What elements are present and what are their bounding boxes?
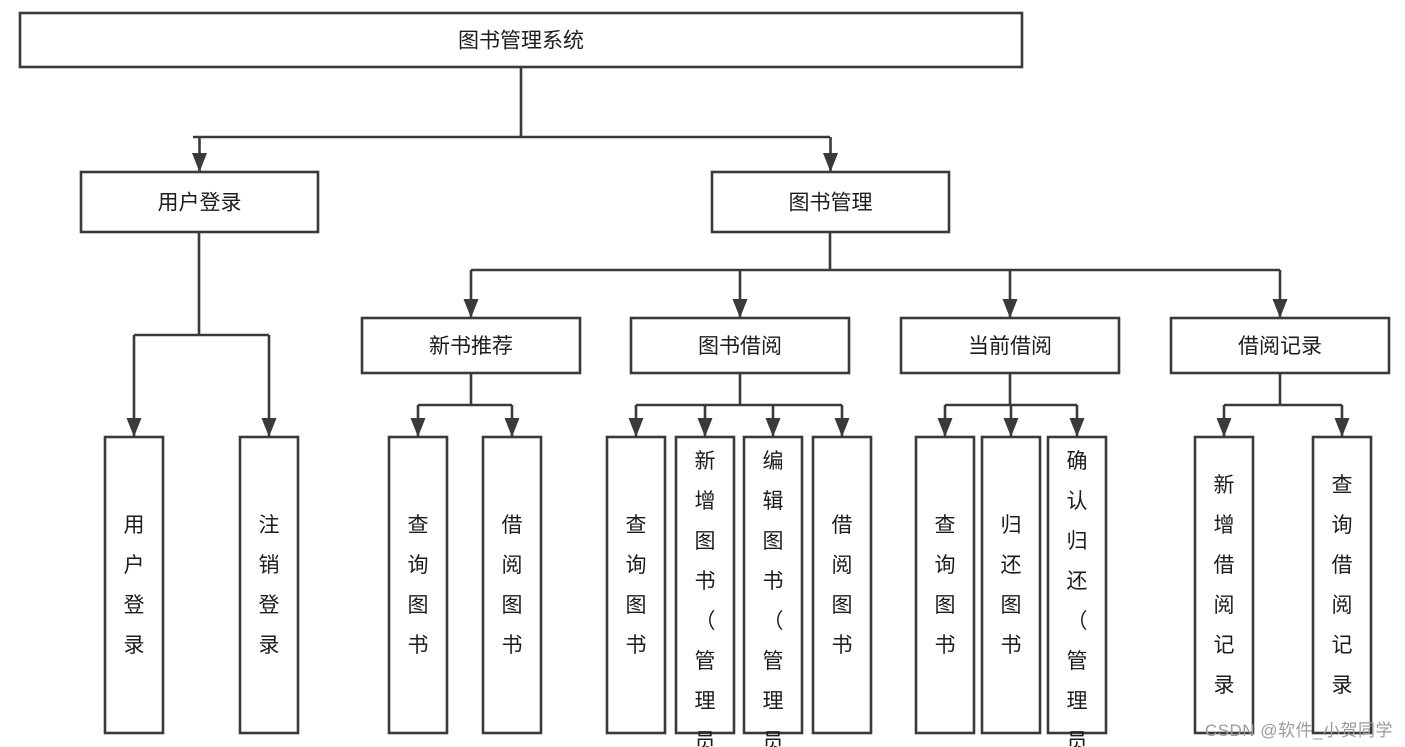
node-box[interactable] bbox=[238, 435, 300, 735]
node-label: 图书管理 bbox=[789, 192, 873, 215]
arrow-head-icon bbox=[1216, 418, 1232, 437]
node-box[interactable] bbox=[1169, 316, 1391, 375]
node-leaf-query-book-2[interactable]: 查询图书 bbox=[605, 435, 667, 735]
node-box[interactable] bbox=[710, 170, 951, 234]
node-label: 新增图书（管理员） bbox=[695, 450, 716, 747]
connector-layer bbox=[126, 67, 1350, 437]
node-box[interactable] bbox=[742, 435, 804, 735]
node-label: 图书借阅 bbox=[698, 335, 782, 358]
arrow-head-icon bbox=[192, 153, 207, 172]
node-label: 用户登录 bbox=[124, 514, 145, 657]
node-layer: 图书管理系统用户登录图书管理新书推荐图书借阅当前借阅借阅记录用户登录注销登录查询… bbox=[18, 11, 1391, 747]
node-box[interactable] bbox=[1046, 435, 1108, 735]
node-label: 归还图书 bbox=[1001, 514, 1022, 657]
arrow-head-icon bbox=[1069, 418, 1085, 437]
node-label: 查询图书 bbox=[935, 514, 956, 657]
node-leaf-add-book[interactable]: 新增图书（管理员） bbox=[674, 435, 736, 747]
node-box[interactable] bbox=[79, 170, 320, 234]
node-box[interactable] bbox=[387, 435, 449, 735]
node-label: 当前借阅 bbox=[968, 335, 1052, 358]
node-borrow-record[interactable]: 借阅记录 bbox=[1169, 316, 1391, 375]
arrow-head-icon bbox=[410, 418, 426, 437]
arrow-head-icon bbox=[1003, 418, 1019, 437]
node-leaf-logout[interactable]: 注销登录 bbox=[238, 435, 300, 735]
node-label: 用户登录 bbox=[158, 192, 242, 215]
node-leaf-query-record[interactable]: 查询借阅记录 bbox=[1311, 435, 1373, 735]
node-leaf-query-book-1[interactable]: 查询图书 bbox=[387, 435, 449, 735]
node-box[interactable] bbox=[811, 435, 873, 735]
arrow-head-icon bbox=[834, 418, 850, 437]
node-leaf-borrow-book-2[interactable]: 借阅图书 bbox=[811, 435, 873, 735]
node-leaf-confirm-return[interactable]: 确认归还（管理员） bbox=[1046, 435, 1108, 747]
node-label: 新书推荐 bbox=[429, 335, 513, 358]
arrow-head-icon bbox=[732, 299, 748, 318]
arrow-head-icon bbox=[463, 299, 479, 318]
node-leaf-edit-book[interactable]: 编辑图书（管理员） bbox=[742, 435, 804, 747]
arrow-head-icon bbox=[126, 418, 142, 437]
node-box[interactable] bbox=[980, 435, 1042, 735]
node-label: 查询图书 bbox=[626, 514, 647, 657]
node-box[interactable] bbox=[914, 435, 976, 735]
node-box[interactable] bbox=[360, 316, 582, 375]
node-label: 新增借阅记录 bbox=[1214, 474, 1235, 697]
node-box[interactable] bbox=[103, 435, 165, 735]
node-root[interactable]: 图书管理系统 bbox=[18, 11, 1024, 69]
node-label: 借阅图书 bbox=[502, 514, 523, 657]
arrow-head-icon bbox=[628, 418, 644, 437]
node-leaf-add-record[interactable]: 新增借阅记录 bbox=[1193, 435, 1255, 735]
node-box[interactable] bbox=[481, 435, 543, 735]
node-label: 查询图书 bbox=[408, 514, 429, 657]
node-new-book-recommend[interactable]: 新书推荐 bbox=[360, 316, 582, 375]
node-leaf-user-login[interactable]: 用户登录 bbox=[103, 435, 165, 735]
node-user-login[interactable]: 用户登录 bbox=[79, 170, 320, 234]
arrow-head-icon bbox=[261, 418, 277, 437]
node-leaf-borrow-book-1[interactable]: 借阅图书 bbox=[481, 435, 543, 735]
node-label: 借阅记录 bbox=[1238, 335, 1322, 358]
arrow-head-icon bbox=[823, 153, 838, 172]
node-label: 注销登录 bbox=[259, 514, 280, 657]
arrow-head-icon bbox=[504, 418, 520, 437]
arrow-head-icon bbox=[697, 418, 713, 437]
node-leaf-query-book-3[interactable]: 查询图书 bbox=[914, 435, 976, 735]
arrow-head-icon bbox=[1002, 299, 1018, 318]
node-current-borrow[interactable]: 当前借阅 bbox=[899, 316, 1121, 375]
node-box[interactable] bbox=[605, 435, 667, 735]
node-book-borrow[interactable]: 图书借阅 bbox=[629, 316, 851, 375]
node-label: 确认归还（管理员） bbox=[1067, 450, 1088, 747]
arrow-head-icon bbox=[937, 418, 953, 437]
node-leaf-return-book[interactable]: 归还图书 bbox=[980, 435, 1042, 735]
node-label: 借阅图书 bbox=[832, 514, 853, 657]
node-book-manage[interactable]: 图书管理 bbox=[710, 170, 951, 234]
node-label: 查询借阅记录 bbox=[1332, 474, 1353, 697]
node-box[interactable] bbox=[674, 435, 736, 735]
node-label: 编辑图书（管理员） bbox=[763, 450, 784, 747]
arrow-head-icon bbox=[765, 418, 781, 437]
node-label: 图书管理系统 bbox=[458, 30, 584, 53]
arrow-head-icon bbox=[1334, 418, 1350, 437]
node-box[interactable] bbox=[899, 316, 1121, 375]
node-box[interactable] bbox=[629, 316, 851, 375]
node-box[interactable] bbox=[1193, 435, 1255, 735]
node-box[interactable] bbox=[18, 11, 1024, 69]
node-box[interactable] bbox=[1311, 435, 1373, 735]
arrow-head-icon bbox=[1272, 299, 1288, 318]
